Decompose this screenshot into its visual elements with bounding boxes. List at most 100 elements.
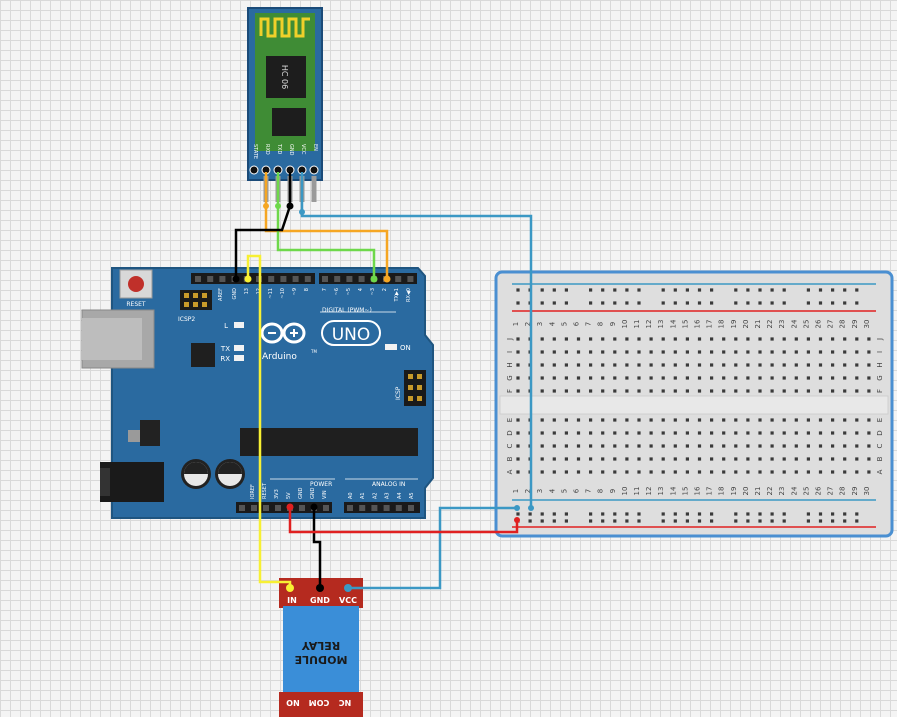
breadboard-hole[interactable] [806, 431, 810, 435]
rail-hole[interactable] [831, 288, 835, 292]
breadboard-hole[interactable] [867, 457, 871, 461]
breadboard-hole[interactable] [697, 350, 702, 354]
breadboard-hole[interactable] [794, 457, 798, 461]
breadboard-hole[interactable] [552, 470, 556, 474]
breadboard-hole[interactable] [685, 470, 689, 474]
breadboard-hole[interactable] [758, 389, 762, 393]
breadboard-hole[interactable] [589, 444, 593, 448]
breadboard-hole[interactable] [552, 457, 556, 461]
rail-hole[interactable] [758, 512, 762, 516]
breadboard-hole[interactable] [855, 431, 859, 435]
breadboard-hole[interactable] [516, 418, 520, 422]
breadboard-hole[interactable] [649, 470, 653, 474]
wire-bt-rx-green[interactable] [276, 172, 376, 278]
rail-hole[interactable] [734, 301, 738, 305]
breadboard-hole[interactable] [540, 444, 544, 448]
breadboard-hole[interactable] [685, 350, 689, 354]
rail-hole[interactable] [661, 519, 665, 523]
breadboard-hole[interactable] [831, 389, 835, 393]
rail-hole[interactable] [540, 301, 544, 305]
breadboard-hole[interactable] [734, 350, 738, 354]
rail-hole[interactable] [831, 301, 835, 305]
rail-hole[interactable] [589, 301, 593, 305]
rail-hole[interactable] [843, 519, 847, 523]
breadboard-hole[interactable] [637, 470, 641, 474]
digital-header-left[interactable] [191, 273, 315, 284]
breadboard-hole[interactable] [516, 389, 520, 393]
header-pin[interactable] [268, 276, 275, 282]
breadboard-hole[interactable] [758, 418, 762, 422]
breadboard-hole[interactable] [806, 376, 810, 380]
breadboard-hole[interactable] [782, 470, 786, 474]
breadboard-hole[interactable] [661, 363, 665, 367]
breadboard-hole[interactable] [613, 457, 617, 461]
breadboard-hole[interactable] [722, 389, 726, 393]
breadboard-hole[interactable] [589, 389, 593, 393]
breadboard-hole[interactable] [746, 457, 750, 461]
rail-hole[interactable] [697, 288, 702, 292]
header-pin[interactable] [371, 505, 378, 511]
rail-hole[interactable] [613, 512, 617, 516]
breadboard-hole[interactable] [794, 376, 798, 380]
breadboard-hole[interactable] [661, 444, 665, 448]
breadboard-hole[interactable] [746, 470, 750, 474]
breadboard-hole[interactable] [685, 431, 689, 435]
rail-hole[interactable] [625, 519, 629, 523]
breadboard-hole[interactable] [867, 431, 871, 435]
breadboard-hole[interactable] [843, 418, 847, 422]
rail-hole[interactable] [710, 512, 714, 516]
breadboard-hole[interactable] [782, 444, 786, 448]
breadboard-hole[interactable] [734, 389, 738, 393]
breadboard-hole[interactable] [855, 337, 859, 341]
breadboard-hole[interactable] [831, 444, 835, 448]
breadboard-hole[interactable] [637, 376, 641, 380]
breadboard-hole[interactable] [843, 337, 847, 341]
breadboard-hole[interactable] [831, 470, 835, 474]
breadboard-hole[interactable] [867, 363, 871, 367]
breadboard-hole[interactable] [710, 431, 714, 435]
breadboard-hole[interactable] [673, 337, 677, 341]
breadboard-hole[interactable] [601, 444, 605, 448]
rail-hole[interactable] [613, 288, 617, 292]
breadboard-hole[interactable] [843, 457, 847, 461]
breadboard-hole[interactable] [564, 350, 568, 354]
breadboard-hole[interactable] [673, 470, 677, 474]
breadboard-hole[interactable] [552, 337, 556, 341]
rail-hole[interactable] [589, 288, 593, 292]
rail-hole[interactable] [831, 512, 835, 516]
rail-hole[interactable] [843, 301, 847, 305]
rail-hole[interactable] [697, 512, 702, 516]
breadboard-hole[interactable] [782, 418, 786, 422]
breadboard-hole[interactable] [734, 470, 738, 474]
rail-hole[interactable] [552, 519, 556, 523]
rail-hole[interactable] [625, 512, 629, 516]
breadboard-hole[interactable] [589, 337, 593, 341]
breadboard-hole[interactable] [673, 418, 677, 422]
breadboard-hole[interactable] [734, 431, 738, 435]
header-pin[interactable] [322, 276, 328, 282]
breadboard-hole[interactable] [516, 350, 520, 354]
wire-relay-gnd-black[interactable] [312, 506, 322, 588]
rail-hole[interactable] [528, 519, 532, 523]
breadboard-hole[interactable] [818, 363, 823, 367]
rail-hole[interactable] [697, 519, 702, 523]
breadboard-hole[interactable] [831, 457, 835, 461]
breadboard-hole[interactable] [722, 350, 726, 354]
rail-hole[interactable] [843, 288, 847, 292]
header-pin[interactable] [395, 276, 402, 282]
breadboard-hole[interactable] [843, 444, 847, 448]
rail-hole[interactable] [746, 519, 750, 523]
breadboard-hole[interactable] [649, 444, 653, 448]
breadboard-hole[interactable] [540, 389, 544, 393]
breadboard-hole[interactable] [697, 376, 702, 380]
breadboard-hole[interactable] [564, 444, 568, 448]
rail-hole[interactable] [806, 288, 810, 292]
bluetooth-pin[interactable] [249, 165, 259, 175]
rail-hole[interactable] [746, 512, 750, 516]
breadboard-hole[interactable] [734, 418, 738, 422]
rail-hole[interactable] [855, 301, 859, 305]
breadboard-hole[interactable] [589, 470, 593, 474]
rail-hole[interactable] [661, 512, 665, 516]
breadboard-hole[interactable] [649, 350, 653, 354]
header-pin[interactable] [219, 276, 226, 282]
